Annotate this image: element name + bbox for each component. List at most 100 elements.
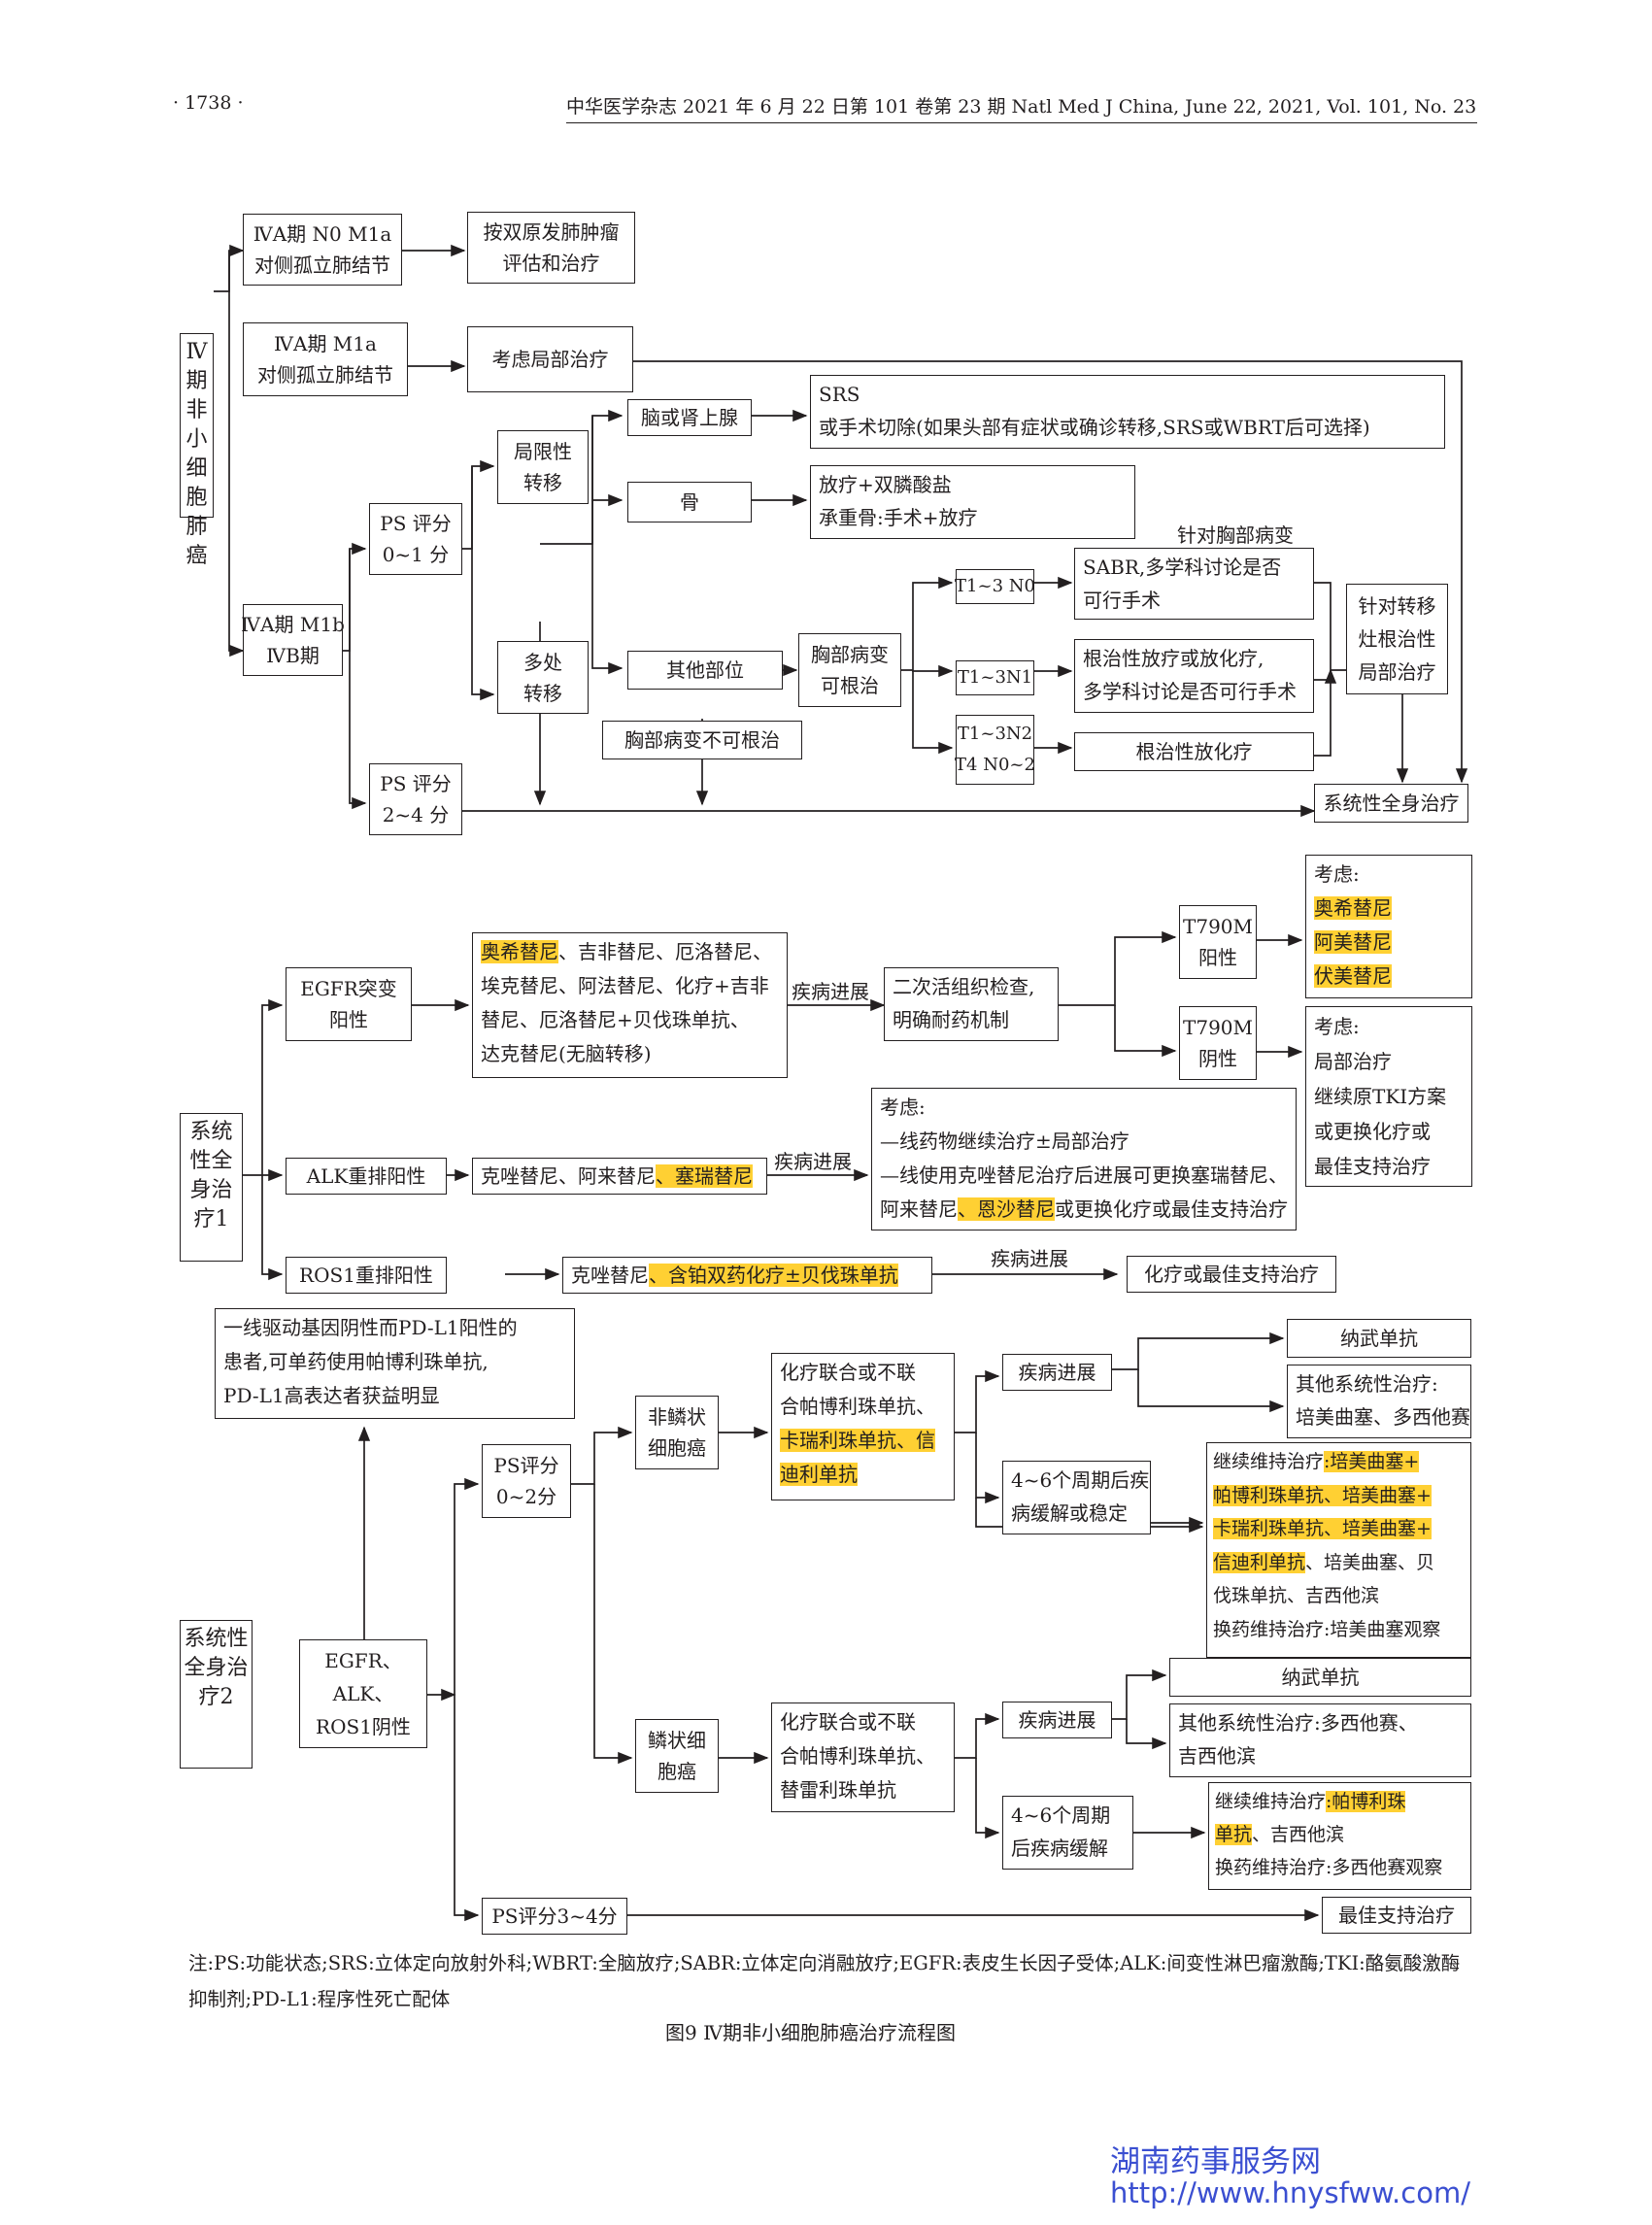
- egfr-drugs-line4: 达克替尼(无脑转移): [481, 1042, 652, 1065]
- node-iva-m1b-line2: ⅣB期: [266, 644, 320, 667]
- node-t790m-pos-line1: T790M: [1183, 915, 1253, 938]
- sq-nivolumab-text: 纳武单抗: [1281, 1666, 1360, 1689]
- sq-stable-line1: 4~6个周期: [1011, 1804, 1111, 1827]
- nonsq-maint-d: 卡瑞利珠单抗、培美曲塞+: [1213, 1518, 1432, 1539]
- node-iva-n0m1a-line2: 对侧孤立肺结节: [254, 253, 390, 277]
- node-t790m-neg-options: 考虑: 局部治疗 继续原TKI方案 或更换化疗或 最佳支持治疗: [1305, 1006, 1472, 1187]
- nonsq-stable-line1: 4~6个周期后疾: [1011, 1468, 1150, 1492]
- node-t13n2-line1: T1~3N2: [957, 724, 1033, 744]
- node-radical-rt-line1: 根治性放疗或放化疗,: [1083, 647, 1264, 670]
- journal-header: 中华医学杂志 2021 年 6 月 22 日第 101 卷第 23 期 Natl…: [566, 96, 1477, 118]
- node-ps-3-4: PS评分3~4分: [482, 1898, 627, 1935]
- node-iva-n0m1a: ⅣA期 N0 M1a 对侧孤立肺结节: [243, 214, 402, 286]
- nonsq-stable-line2: 病缓解或稳定: [1011, 1501, 1128, 1525]
- node-sabr-line1: SABR,多学科讨论是否: [1083, 556, 1282, 579]
- node-sabr-line2: 可行手术: [1083, 589, 1161, 612]
- nonsq-maint-f: 、培美曲塞、贝: [1305, 1551, 1435, 1573]
- node-sq-line1: 鳞状细: [648, 1729, 706, 1752]
- nonsq-maint-a: 继续维持治疗: [1213, 1451, 1325, 1472]
- root-systemic-1-label: 系统性全身治疗1: [189, 1120, 233, 1231]
- nonsq-chemo-hl-line4: 迪利单抗: [780, 1463, 858, 1486]
- alk-progress-label: 疾病进展: [774, 1150, 852, 1173]
- nonsq-maint-g: 伐珠单抗、吉西他滨: [1213, 1585, 1380, 1606]
- sq-maint-d: 、吉西他滨: [1252, 1824, 1345, 1845]
- alk-drug-ensartinib: 、恩沙替尼: [958, 1197, 1055, 1221]
- node-ps-2-4-line1: PS 评分: [380, 772, 452, 795]
- nonsq-nivolumab-text: 纳武单抗: [1340, 1327, 1418, 1350]
- node-ps-0-2: PS评分 0~2分: [482, 1444, 571, 1518]
- node-metastasis-local: 针对转移 灶根治性 局部治疗: [1346, 584, 1448, 694]
- node-egfr-line2: 阳性: [329, 1008, 368, 1031]
- chest-lesion-label: 针对胸部病变: [1177, 523, 1294, 547]
- node-bone: 骨: [627, 482, 752, 523]
- node-sq-other: 其他系统性治疗:多西他赛、 吉西他滨: [1169, 1703, 1471, 1777]
- sq-chemo-line2: 合帕博利珠单抗、: [780, 1744, 935, 1768]
- watermark-url[interactable]: http://www.hnysfww.com/: [1110, 2176, 1470, 2209]
- node-ps-2-4: PS 评分 2~4 分: [369, 763, 462, 835]
- node-local-treatment-text: 考虑局部治疗: [491, 348, 609, 371]
- node-rebiopsy: 二次活组织检查, 明确耐药机制: [884, 967, 1059, 1041]
- nonsq-other-line2: 培美曲塞、多西他赛: [1296, 1405, 1470, 1429]
- page-number: · 1738 ·: [173, 92, 244, 114]
- node-sq-progress: 疾病进展: [1002, 1702, 1112, 1738]
- pdl1-note-line3: PD-L1高表达者获益明显: [223, 1384, 440, 1407]
- node-t13n0-text: T1~3 N0: [955, 576, 1035, 596]
- drug-osimertinib: 奥希替尼: [1314, 896, 1392, 920]
- nonsq-maint-h: 换药维持治疗:培美曲塞观察: [1213, 1618, 1441, 1640]
- alk-opt-3b: 或更换化疗或最佳支持治疗: [1055, 1197, 1288, 1221]
- node-meta-local-line1: 针对转移: [1358, 594, 1436, 618]
- node-nonsq-other: 其他系统性治疗: 培美曲塞、多西他赛: [1287, 1365, 1471, 1438]
- node-t13n1-text: T1~3N1: [957, 667, 1033, 688]
- node-chest-curable-line1: 胸部病变: [811, 643, 889, 666]
- node-t790m-pos-line2: 阳性: [1198, 946, 1237, 969]
- alk-opt-1: —线药物继续治疗±局部治疗: [880, 1129, 1129, 1153]
- nonsq-maint-e: 信迪利单抗: [1213, 1551, 1306, 1573]
- node-srs-line1: SRS: [819, 383, 860, 406]
- ros1-drug-chemo-bev: 、含铂双药化疗±贝伐珠单抗: [649, 1264, 898, 1287]
- node-bone-treatment-line2: 承重骨:手术+放疗: [819, 506, 978, 529]
- node-nonsq-maintenance: 继续维持治疗:培美曲塞+ 帕博利珠单抗、培美曲塞+ 卡瑞利珠单抗、培美曲塞+ 信…: [1206, 1442, 1471, 1658]
- node-srs-line2: 或手术切除(如果头部有症状或确诊转移,SRS或WBRT后可选择): [819, 416, 1370, 439]
- node-sabr: SABR,多学科讨论是否 可行手术: [1074, 548, 1314, 620]
- drug-furmonertinib: 伏美替尼: [1314, 964, 1392, 988]
- figure-caption: 图9 Ⅳ期非小细胞肺癌治疗流程图: [665, 2021, 957, 2044]
- sq-chemo-line3: 替雷利珠单抗: [780, 1778, 896, 1802]
- egfr-progress-label: 疾病进展: [792, 980, 869, 1003]
- pdl1-note-line1: 一线驱动基因阴性而PD-L1阳性的: [223, 1316, 518, 1339]
- header-rule: [566, 122, 1477, 123]
- node-chest-curable: 胸部病变 可根治: [798, 633, 901, 707]
- node-limited-line1: 局限性: [514, 440, 572, 463]
- node-radical-rt: 根治性放疗或放化疗, 多学科讨论是否可行手术: [1074, 639, 1314, 713]
- node-ros1-text: ROS1重排阳性: [299, 1264, 433, 1287]
- ros1-progress-label: 疾病进展: [991, 1247, 1068, 1270]
- node-nonsquamous: 非鳞状 细胞癌: [635, 1396, 719, 1469]
- node-brain-adrenal: 脑或肾上腺: [627, 399, 752, 436]
- node-systemic-text: 系统性全身治疗: [1323, 792, 1460, 815]
- node-systemic-therapy: 系统性全身治疗: [1314, 784, 1468, 823]
- node-alk-positive: ALK重排阳性: [286, 1158, 447, 1195]
- node-iva-m1a-line2: 对侧孤立肺结节: [257, 363, 393, 387]
- node-t13n2-line2: T4 N0~2: [955, 755, 1035, 775]
- node-limited-metastasis: 局限性 转移: [497, 430, 589, 504]
- node-iva-n0m1a-line1: ⅣA期 N0 M1a: [253, 222, 392, 246]
- node-nonsq-line1: 非鳞状: [648, 1405, 706, 1429]
- node-egfr-drugs: 奥希替尼、吉非替尼、厄洛替尼、 埃克替尼、阿法替尼、化疗+吉非 替尼、厄洛替尼+…: [472, 932, 788, 1078]
- node-chemo-bsc-text: 化疗或最佳支持治疗: [1144, 1263, 1319, 1286]
- node-multiple-metastasis: 多处 转移: [497, 641, 589, 714]
- neg-opt-4: 最佳支持治疗: [1314, 1155, 1431, 1178]
- node-chest-incurable: 胸部病变不可根治: [602, 721, 802, 759]
- consider-label-2: 考虑:: [1314, 1015, 1360, 1038]
- node-nonsq-progress: 疾病进展: [1002, 1354, 1112, 1391]
- node-chemo-bsc: 化疗或最佳支持治疗: [1127, 1256, 1336, 1293]
- node-pdl1-note: 一线驱动基因阴性而PD-L1阳性的 患者,可单药使用帕博利珠单抗, PD-L1高…: [215, 1308, 575, 1419]
- alk-opt-2: —线使用克唑替尼治疗后进展可更换塞瑞替尼、: [880, 1163, 1288, 1187]
- node-t790m-neg-line1: T790M: [1183, 1016, 1253, 1039]
- node-radical-crt: 根治性放化疗: [1074, 732, 1314, 771]
- node-ps-2-4-line2: 2~4 分: [382, 803, 450, 826]
- ros1-drug-crizotinib: 克唑替尼: [571, 1264, 649, 1287]
- nonsq-chemo-hl-line3: 卡瑞利珠单抗、信: [780, 1429, 935, 1452]
- node-other-site: 其他部位: [627, 651, 783, 690]
- sq-stable-line2: 后疾病缓解: [1011, 1837, 1108, 1860]
- node-srs: SRS 或手术切除(如果头部有症状或确诊转移,SRS或WBRT后可选择): [810, 375, 1445, 449]
- drug-almonertinib: 阿美替尼: [1314, 930, 1392, 954]
